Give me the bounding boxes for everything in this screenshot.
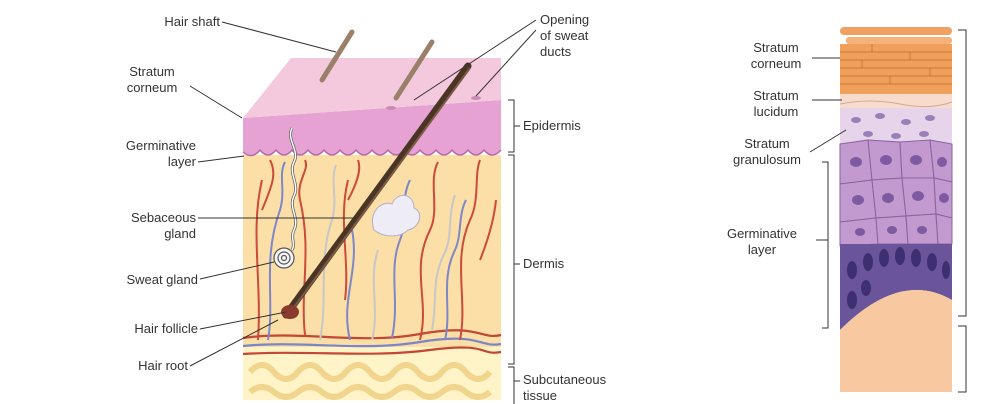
label-hair-shaft: Hair shaft bbox=[120, 14, 220, 30]
label-sweat-gland: Sweat gland bbox=[96, 272, 198, 288]
label-hair-follicle: Hair follicle bbox=[96, 321, 198, 337]
label-epidermis: Epidermis bbox=[523, 118, 613, 134]
label-sebaceous-gland: Sebaceous gland bbox=[96, 210, 196, 242]
label-line: of sweat bbox=[540, 28, 630, 44]
label-line: Stratum bbox=[722, 136, 812, 152]
label-line: gland bbox=[96, 226, 196, 242]
label-line: Stratum bbox=[112, 64, 192, 80]
label-opening-of-sweat-ducts: Opening of sweat ducts bbox=[540, 12, 630, 60]
label-line: Stratum bbox=[740, 88, 812, 104]
label-line: Sebaceous bbox=[96, 210, 196, 226]
label-line: tissue bbox=[523, 388, 643, 404]
label-line: Opening bbox=[540, 12, 630, 28]
skin-cross-section bbox=[243, 32, 501, 400]
label-line: layer bbox=[712, 242, 812, 258]
label-line: layer bbox=[96, 154, 196, 170]
label-hair-root: Hair root bbox=[96, 358, 188, 374]
label-germinative-layer-left: Germinative layer bbox=[96, 138, 196, 170]
label-line: Germinative bbox=[712, 226, 812, 242]
label-stratum-lucidum: Stratum lucidum bbox=[740, 88, 812, 120]
label-dermis: Dermis bbox=[523, 256, 613, 272]
label-subcutaneous-tissue: Subcutaneous tissue bbox=[523, 372, 643, 404]
corneum-flake bbox=[840, 27, 952, 35]
label-line: corneum bbox=[740, 56, 812, 72]
epidermis-detail-column bbox=[840, 27, 952, 392]
label-germinative-layer-right: Germinative layer bbox=[712, 226, 812, 258]
label-stratum-corneum-right: Stratum corneum bbox=[740, 40, 812, 72]
corneum-flake bbox=[846, 37, 952, 44]
label-stratum-corneum-left: Stratum corneum bbox=[112, 64, 192, 96]
sweat-duct-opening bbox=[386, 106, 396, 110]
label-stratum-granulosum: Stratum granulosum bbox=[722, 136, 812, 168]
label-line: corneum bbox=[112, 80, 192, 96]
label-line: Germinative bbox=[96, 138, 196, 154]
label-line: Stratum bbox=[740, 40, 812, 56]
label-line: Subcutaneous bbox=[523, 372, 643, 388]
label-line: granulosum bbox=[722, 152, 812, 168]
label-line: lucidum bbox=[740, 104, 812, 120]
label-line: ducts bbox=[540, 44, 630, 60]
sweat-duct-opening bbox=[471, 96, 481, 100]
